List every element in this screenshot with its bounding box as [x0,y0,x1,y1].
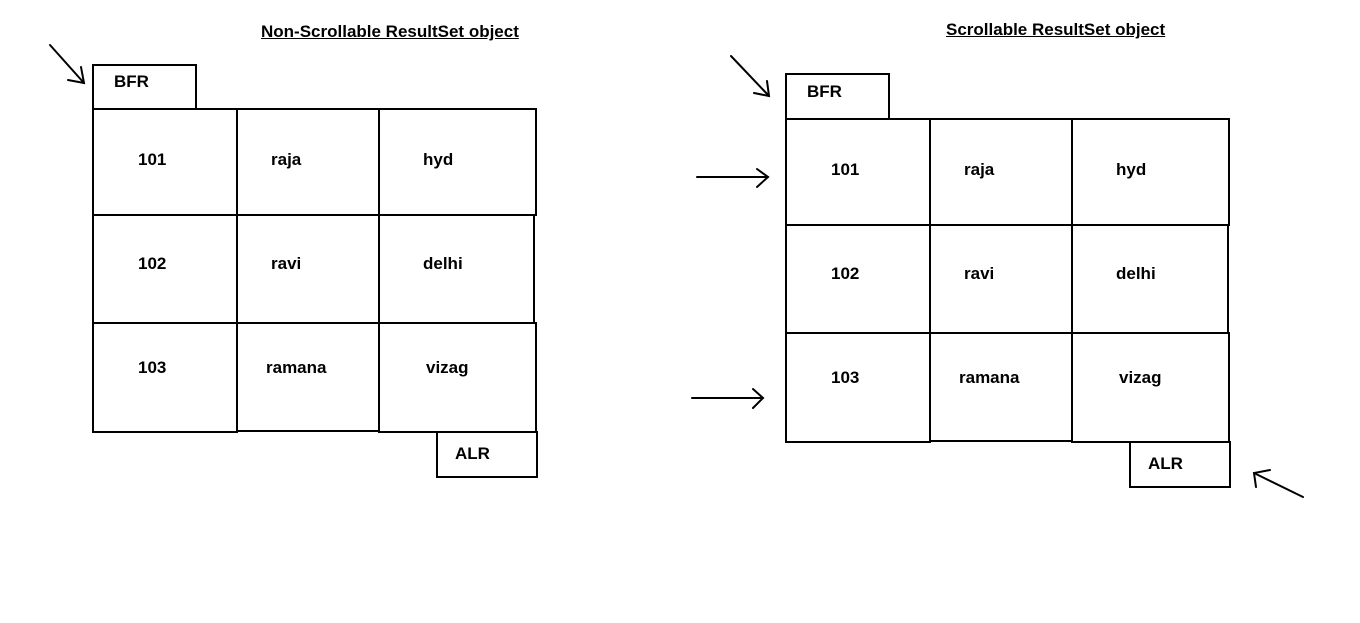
left-cell-text: vizag [426,358,469,377]
right-cell-r3c2 [929,332,1073,442]
left-cell-text: 101 [138,150,167,169]
right-alr-label: ALR [1148,454,1183,473]
left-cell-text: 102 [138,254,167,273]
left-bfr-pointer-arrow [49,44,86,85]
right-cell-r2c3 [1071,224,1229,334]
right-cell-text: ravi [964,264,995,283]
left-cell-r2c3 [378,214,535,324]
right-cell-text: 102 [831,264,860,283]
right-row3-pointer-arrow [691,388,765,409]
right-cell-text: raja [964,160,995,179]
right-cell-r3c3 [1071,332,1230,443]
left-cell-text: delhi [423,254,463,273]
right-cell-text: 103 [831,368,860,387]
right-cell-text: hyd [1116,160,1147,179]
left-diagram-title: Non-Scrollable ResultSet object [261,22,519,41]
left-cell-r3c3 [378,322,537,433]
left-alr-box [436,431,538,478]
left-cell-r3c1 [92,322,238,433]
right-cell-r1c3 [1071,118,1230,226]
left-alr-label: ALR [455,444,490,463]
left-bfr-label: BFR [114,72,149,91]
right-cell-text: 101 [831,160,860,179]
left-cell-r3c2 [236,322,380,432]
right-row1-pointer-arrow [696,168,770,188]
left-cell-text: ramana [266,358,327,377]
right-cell-text: ramana [959,368,1020,387]
right-bfr-label: BFR [807,82,842,101]
right-bfr-pointer-arrow [730,55,771,98]
left-cell-r1c2 [236,108,380,216]
left-cell-text: 103 [138,358,167,377]
right-cell-text: vizag [1119,368,1162,387]
right-cell-text: delhi [1116,264,1156,283]
left-cell-text: raja [271,150,302,169]
left-cell-text: ravi [271,254,302,273]
right-alr-box [1129,441,1231,488]
left-cell-text: hyd [423,150,454,169]
right-alr-pointer-arrow [1252,469,1304,498]
right-cell-r3c1 [785,332,931,443]
right-diagram-title: Scrollable ResultSet object [946,20,1166,39]
